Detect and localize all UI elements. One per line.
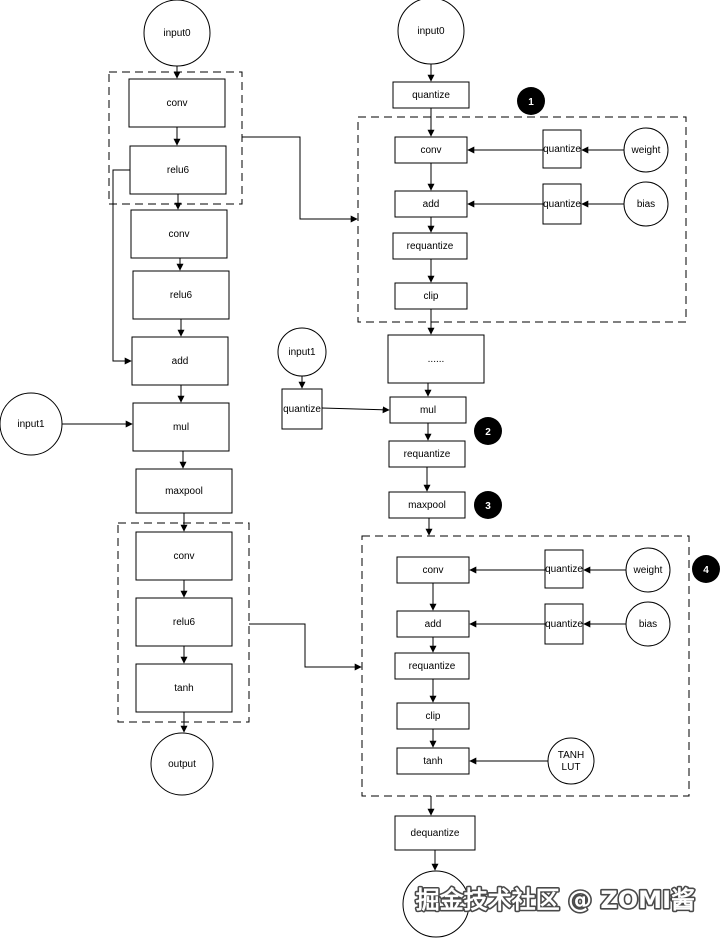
right-weight-label-1: weight	[631, 145, 661, 156]
right-ellipsis-label: ......	[428, 354, 445, 365]
right-conv-label-2: conv	[422, 565, 443, 576]
left-conv-node-1[interactable]: conv	[128, 78, 226, 128]
right-quantize-label-weight-1: quantize	[543, 144, 581, 155]
right-quantize-label-weight-2: quantize	[545, 564, 583, 575]
right-quantize-label-bias-1: quantize	[543, 199, 581, 210]
right-bias-node-2[interactable]: bias	[625, 601, 671, 647]
left-input1-label: input1	[17, 419, 45, 430]
right-clip-label-1: clip	[423, 291, 438, 302]
right-conv-label-1: conv	[420, 145, 441, 156]
right-requantize-node-3[interactable]: requantize	[394, 652, 470, 680]
right-ellipsis-node[interactable]: ......	[387, 334, 485, 384]
right-clip-node-2[interactable]: clip	[396, 702, 470, 730]
right-conv-node-2[interactable]: conv	[396, 556, 470, 584]
badge-1: 1	[517, 87, 545, 115]
left-input0-node[interactable]: input0	[143, 0, 211, 67]
right-clip-node-1[interactable]: clip	[394, 282, 468, 310]
left-output-node[interactable]: output	[150, 732, 214, 796]
right-add-node-1[interactable]: add	[394, 190, 468, 218]
right-weight-node-2[interactable]: weight	[625, 547, 671, 593]
right-weight-label-2: weight	[633, 565, 663, 576]
left-relu6-node-2[interactable]: relu6	[132, 270, 230, 320]
right-mul-node[interactable]: mul	[389, 396, 467, 424]
left-input1-node[interactable]: input1	[0, 392, 63, 456]
left-conv-label-1: conv	[166, 98, 187, 109]
badge-4-label: 4	[703, 565, 709, 576]
right-output-node	[402, 870, 470, 938]
right-quantize-node-weight-1[interactable]: quantize	[542, 129, 582, 169]
left-edges	[62, 66, 362, 733]
left-conv-node-3[interactable]: conv	[135, 531, 233, 581]
right-tanh-label: tanh	[423, 756, 442, 767]
left-conv-node-2[interactable]: conv	[130, 209, 228, 259]
badge-2-label: 2	[485, 427, 491, 438]
right-clip-label-2: clip	[425, 711, 440, 722]
left-conv-label-2: conv	[168, 229, 189, 240]
right-bias-label-2: bias	[639, 619, 657, 630]
badge-1-label: 1	[528, 97, 534, 108]
right-requantize-label-3: requantize	[409, 661, 456, 672]
right-tanh-lut-node[interactable]: TANH LUT	[547, 737, 595, 785]
left-add-label: add	[172, 356, 189, 367]
left-relu6-label-2: relu6	[170, 290, 193, 301]
right-requantize-label-2: requantize	[404, 449, 451, 460]
left-relu6-label-1: relu6	[167, 165, 190, 176]
right-quantize-label-input1: quantize	[283, 404, 321, 415]
right-requantize-node-2[interactable]: requantize	[388, 440, 466, 468]
right-quantize-node-bias-2[interactable]: quantize	[544, 603, 584, 645]
right-quantize-label-input0: quantize	[412, 90, 450, 101]
right-group-1	[357, 116, 687, 323]
right-quantize-node-bias-1[interactable]: quantize	[542, 183, 582, 225]
right-weight-node-1[interactable]: weight	[623, 127, 669, 173]
left-maxpool-label: maxpool	[165, 486, 203, 497]
right-maxpool-label: maxpool	[408, 500, 446, 511]
right-quantize-node-input1[interactable]: quantize	[281, 388, 323, 430]
left-mul-node[interactable]: mul	[132, 402, 230, 452]
right-add-node-2[interactable]: add	[396, 610, 470, 638]
watermark-text: 掘金技术社区 @ ZOMI酱	[416, 886, 695, 914]
right-mul-label: mul	[420, 405, 436, 416]
right-requantize-node-1[interactable]: requantize	[392, 232, 468, 260]
left-conv-label-3: conv	[173, 551, 194, 562]
right-input0-node[interactable]: input0	[397, 0, 465, 65]
right-tanh-node[interactable]: tanh	[396, 747, 470, 775]
right-quantize-node-weight-2[interactable]: quantize	[544, 549, 584, 589]
right-add-label-1: add	[423, 199, 440, 210]
left-relu6-label-3: relu6	[173, 617, 196, 628]
right-add-label-2: add	[425, 619, 442, 630]
left-input0-label: input0	[163, 28, 191, 39]
right-tanh-lut-label-2: LUT	[562, 762, 581, 773]
badge-2: 2	[474, 417, 502, 445]
left-output-label: output	[168, 759, 196, 770]
right-edges	[298, 64, 626, 871]
left-tanh-node[interactable]: tanh	[135, 663, 233, 713]
badge-4: 4	[692, 555, 720, 583]
right-tanh-lut-label-1: TANH	[558, 750, 584, 761]
left-add-node[interactable]: add	[131, 336, 229, 386]
right-conv-node-1[interactable]: conv	[394, 136, 468, 164]
right-dequantize-label: dequantize	[411, 828, 460, 839]
left-tanh-label: tanh	[174, 683, 193, 694]
right-input1-node[interactable]: input1	[277, 327, 327, 377]
left-relu6-node-1[interactable]: relu6	[129, 145, 227, 195]
badge-3-label: 3	[485, 501, 491, 512]
right-input0-label: input0	[417, 26, 445, 37]
right-input1-label: input1	[288, 347, 316, 358]
right-quantize-node-input0[interactable]: quantize	[392, 81, 470, 109]
right-maxpool-node[interactable]: maxpool	[388, 491, 466, 519]
left-mul-label: mul	[173, 422, 189, 433]
right-group-2	[361, 535, 690, 797]
left-maxpool-node[interactable]: maxpool	[135, 468, 233, 514]
right-dequantize-node[interactable]: dequantize	[394, 815, 476, 851]
right-requantize-label-1: requantize	[407, 241, 454, 252]
badge-3: 3	[474, 491, 502, 519]
right-quantize-label-bias-2: quantize	[545, 619, 583, 630]
left-relu6-node-3[interactable]: relu6	[135, 597, 233, 647]
right-bias-node-1[interactable]: bias	[623, 181, 669, 227]
right-bias-label-1: bias	[637, 199, 655, 210]
